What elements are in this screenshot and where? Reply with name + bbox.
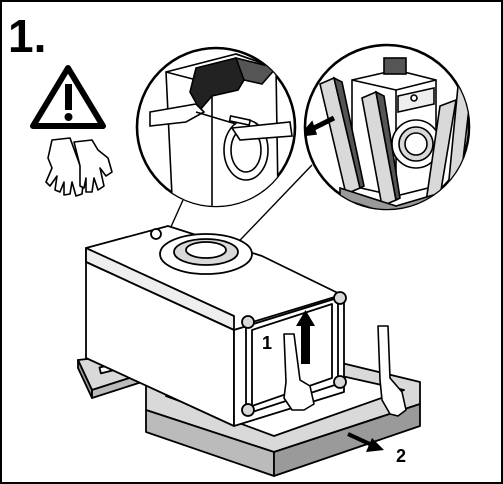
detail-circle-remove-packaging [300,45,472,216]
callout-lift-label: 1 [262,333,272,353]
detail-circle-remove-bolt [137,48,295,220]
callout-pull-label: 2 [396,446,406,466]
warning-triangle-icon [33,68,103,126]
machine-on-packaging-base [78,226,420,476]
step-number: 1. [8,10,46,62]
protective-gloves-icon [46,138,112,196]
